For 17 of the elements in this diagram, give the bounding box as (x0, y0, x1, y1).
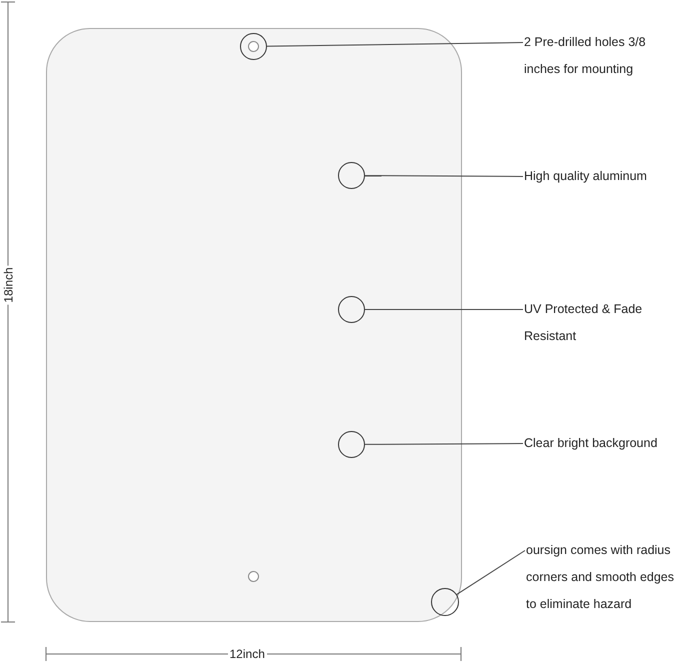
leader-line (456, 550, 526, 595)
leader-line (364, 175, 524, 177)
callout-circle (338, 431, 365, 458)
callout-text: UV Protected & Fade Resistant (524, 296, 679, 350)
sign-panel (46, 28, 462, 622)
leader-line (266, 42, 524, 47)
callout-circle (338, 162, 365, 189)
callout-circle (338, 296, 365, 323)
leader-line (364, 443, 524, 445)
callout-text: High quality aluminum (524, 163, 679, 190)
callout-text: 2 Pre-drilled holes 3/8 inches for mounting (524, 29, 664, 83)
callout-circle (240, 33, 267, 60)
dimension-label: 18inch (1, 265, 16, 305)
callout-text: oursign comes with radius corners and smooth edges to eliminate hazard (526, 537, 679, 618)
leader-line (364, 309, 524, 310)
callout-text: Clear bright background (524, 430, 679, 457)
dimension-label: 12inch (228, 647, 267, 661)
